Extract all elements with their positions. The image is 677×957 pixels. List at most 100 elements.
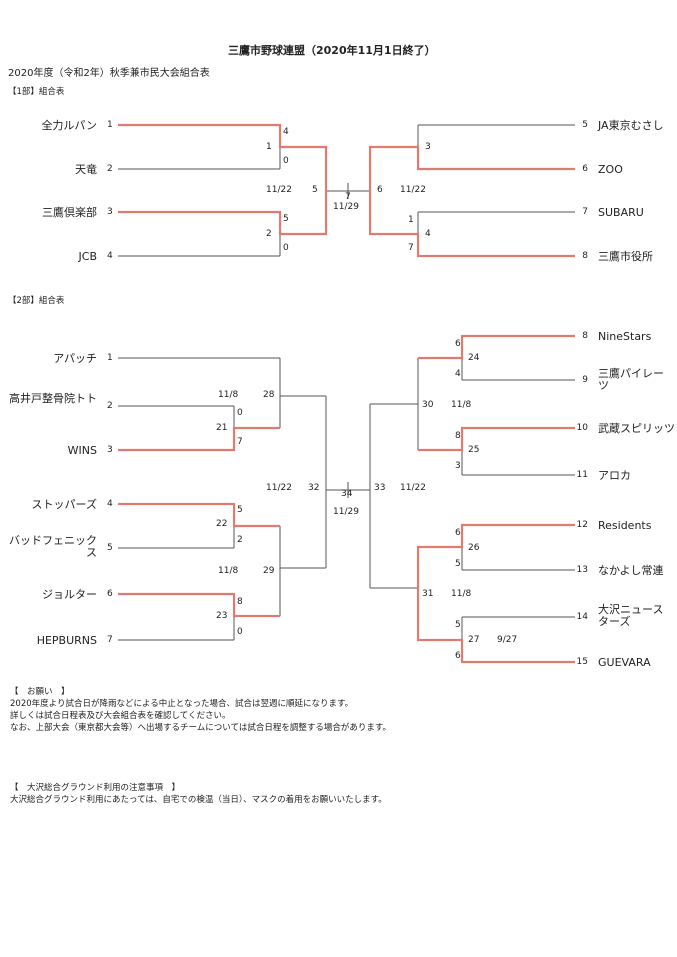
game-number: 25 bbox=[468, 445, 480, 455]
game-number: 21 bbox=[216, 423, 228, 433]
game-date: 11/8 bbox=[218, 390, 239, 400]
team-name: GUEVARA bbox=[598, 656, 651, 669]
team-name: 三鷹市役所 bbox=[598, 250, 653, 263]
score: 7 bbox=[237, 437, 243, 447]
team-name: アロカ bbox=[598, 469, 631, 482]
game-date: 11/22 bbox=[400, 185, 426, 195]
game-date: 11/8 bbox=[451, 589, 472, 599]
team-seed: 5 bbox=[107, 543, 113, 553]
team-seed: 6 bbox=[582, 164, 588, 174]
score: 1 bbox=[408, 215, 414, 225]
game-number: 23 bbox=[216, 611, 228, 621]
team-seed: 8 bbox=[582, 331, 588, 341]
team-name: アパッチ bbox=[53, 352, 97, 365]
team-seed: 3 bbox=[107, 207, 113, 217]
team-name: バッドフェニックス bbox=[9, 534, 97, 559]
game-number: 22 bbox=[216, 519, 228, 529]
notice-heading: 【 お願い 】 bbox=[10, 687, 70, 697]
team-name: NineStars bbox=[598, 330, 652, 343]
team-seed: 2 bbox=[107, 164, 113, 174]
game-date: 11/22 bbox=[400, 483, 426, 493]
score: 8 bbox=[455, 431, 461, 441]
score: 5 bbox=[237, 505, 243, 515]
score: 8 bbox=[237, 597, 243, 607]
team-seed: 4 bbox=[107, 499, 113, 509]
game-number: 30 bbox=[422, 400, 434, 410]
team-seed: 1 bbox=[107, 353, 113, 363]
game-number: 5 bbox=[312, 185, 318, 195]
score: 5 bbox=[283, 214, 289, 224]
team-seed: 1 bbox=[107, 120, 113, 130]
game-number: 6 bbox=[377, 185, 383, 195]
team-name: Residents bbox=[598, 519, 652, 532]
score: 5 bbox=[455, 620, 461, 630]
notice-line: 詳しくは試合日程表及び大会組合表を確認してください。 bbox=[10, 711, 231, 721]
score: 6 bbox=[455, 651, 461, 661]
game-number: 26 bbox=[468, 543, 480, 553]
game-date: 11/29 bbox=[333, 202, 359, 212]
game-date: 11/8 bbox=[451, 400, 472, 410]
score: 5 bbox=[455, 559, 461, 569]
score: 0 bbox=[237, 627, 243, 637]
team-name: 大沢ニュースターズ bbox=[598, 603, 664, 628]
score: 3 bbox=[455, 461, 461, 471]
notice-line: なお、上部大会（東京都大会等）へ出場するチームについては試合日程を調整する場合が… bbox=[10, 723, 391, 733]
team-name: 天竜 bbox=[75, 163, 97, 176]
game-number: 29 bbox=[263, 566, 275, 576]
score: 0 bbox=[283, 243, 289, 253]
team-seed: 3 bbox=[107, 445, 113, 455]
game-number: 33 bbox=[374, 483, 386, 493]
score: 6 bbox=[455, 339, 461, 349]
ground-text: 大沢総合グラウンド利用にあたっては、自宅での検温（当日）、マスクの着用をお願いい… bbox=[10, 795, 387, 805]
score: 7 bbox=[408, 243, 414, 253]
team-seed: 2 bbox=[107, 401, 113, 411]
team-name: 全力ルパン bbox=[41, 119, 97, 132]
page-title: 三鷹市野球連盟（2020年11月1日終了） bbox=[228, 44, 436, 57]
team-name: なかよし常連 bbox=[598, 564, 664, 577]
score: 4 bbox=[455, 369, 461, 379]
game-number: 28 bbox=[263, 390, 275, 400]
team-name: 三鷹倶楽部 bbox=[42, 206, 97, 219]
team-seed: 5 bbox=[582, 120, 588, 130]
score: 4 bbox=[425, 229, 431, 239]
team-name: ストッパーズ bbox=[31, 498, 97, 511]
score: 0 bbox=[283, 156, 289, 166]
team-name: HEPBURNS bbox=[36, 634, 97, 647]
score: 0 bbox=[237, 408, 243, 418]
team-name: WINS bbox=[67, 444, 97, 457]
team-seed: 13 bbox=[576, 565, 588, 575]
team-seed: 11 bbox=[576, 470, 588, 480]
game-number: 2 bbox=[266, 229, 272, 239]
team-seed: 4 bbox=[107, 251, 113, 261]
game-number: 7 bbox=[345, 192, 351, 202]
team-name: 三鷹パイレーツ bbox=[598, 367, 664, 392]
score: 3 bbox=[425, 142, 431, 152]
division2-label: 【2部】組合表 bbox=[8, 296, 65, 306]
team-seed: 15 bbox=[576, 657, 588, 667]
game-date: 11/22 bbox=[266, 483, 292, 493]
game-number: 27 bbox=[468, 635, 480, 645]
game-date: 11/8 bbox=[218, 566, 239, 576]
game-number: 34 bbox=[341, 489, 353, 499]
ground-heading: 【 大沢総合グラウンド利用の注意事項 】 bbox=[10, 783, 181, 793]
page-subtitle: 2020年度（令和2年）秋季兼市民大会組合表 bbox=[8, 68, 210, 79]
game-date: 11/22 bbox=[266, 185, 292, 195]
team-seed: 6 bbox=[107, 589, 113, 599]
team-seed: 9 bbox=[582, 375, 588, 385]
division1-label: 【1部】組合表 bbox=[8, 87, 65, 97]
team-name: ZOO bbox=[598, 163, 623, 176]
team-name: JA東京むさし bbox=[598, 119, 664, 132]
game-number: 31 bbox=[422, 589, 434, 599]
team-seed: 10 bbox=[576, 423, 588, 433]
score: 2 bbox=[237, 535, 243, 545]
team-seed: 8 bbox=[582, 251, 588, 261]
score: 6 bbox=[455, 528, 461, 538]
team-seed: 7 bbox=[107, 635, 113, 645]
team-seed: 12 bbox=[576, 520, 588, 530]
game-number: 24 bbox=[468, 353, 480, 363]
team-name: 高井戸整骨院トト bbox=[9, 392, 97, 405]
notice-line: 2020年度より試合日が降雨などによる中止となった場合、試合は翌週に順延になりま… bbox=[10, 699, 354, 709]
game-date: 9/27 bbox=[497, 635, 518, 645]
team-name: JCB bbox=[78, 250, 97, 263]
